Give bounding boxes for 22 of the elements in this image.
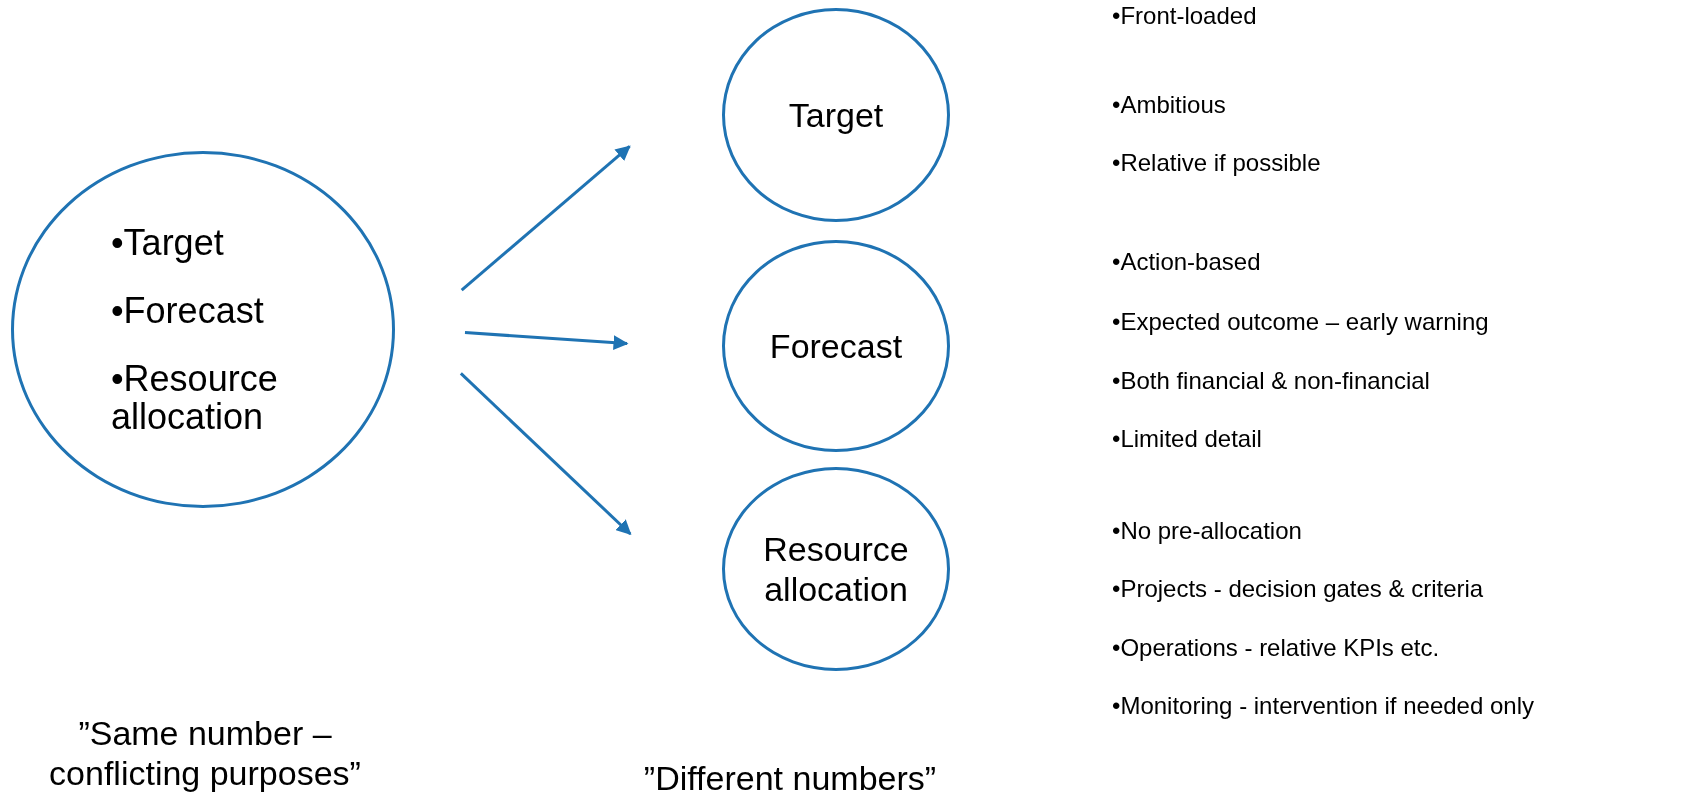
bullet-text: •Ambitious (1112, 91, 1227, 119)
arrow (459, 372, 632, 536)
bullet-text: •Limited detail (1112, 425, 1263, 453)
node-text: Forecast (769, 326, 903, 366)
bullet-text: •Relative if possible (1112, 149, 1322, 177)
bullet-text: •Action-based (1112, 248, 1262, 276)
node-text: Target (788, 95, 884, 135)
caption-text: ”Same number – conflicting purposes” (48, 713, 362, 793)
bullet-text: •Projects - decision gates & criteria (1112, 575, 1485, 603)
arrow (460, 145, 631, 292)
bullet-text: •Operations - relative KPIs etc. (1112, 634, 1441, 662)
node-text: •Resource allocation (111, 359, 279, 436)
arrow (464, 331, 629, 351)
node-text: Resource allocation (762, 529, 910, 609)
node-text: •Forecast (111, 291, 264, 330)
caption-text: ”Different numbers” (642, 758, 938, 798)
bullet-text: •Both financial & non-financial (1112, 367, 1431, 395)
bullet-text: •No pre-allocation (1112, 517, 1303, 545)
node-text: •Target (111, 223, 224, 262)
bullet-text: •Monitoring - intervention if needed only (1112, 692, 1535, 720)
bullet-text: •Front-loaded (1112, 2, 1258, 30)
bullet-text: •Expected outcome – early warning (1112, 308, 1490, 336)
